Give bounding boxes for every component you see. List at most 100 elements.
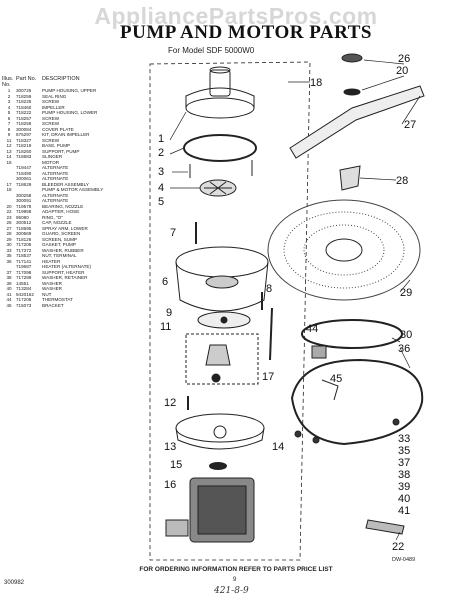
row-description: WASHER, RUBBER	[42, 247, 84, 253]
row-description: GASKET, PUMP	[42, 242, 76, 247]
row-part-no: 719447	[16, 165, 32, 170]
row-illus-no: 2	[7, 93, 11, 99]
row-illus-no: 29	[6, 236, 12, 242]
row-description: BRACKET	[42, 302, 64, 308]
document-code: 300982	[4, 580, 25, 586]
callout-44: 44	[306, 323, 318, 335]
row-description: NUT, TERMINAL	[42, 253, 77, 258]
row-part-no: 717141	[16, 258, 32, 264]
header-illus-no: Illus. No.	[2, 76, 14, 88]
row-part-no: 300569	[16, 231, 32, 236]
row-description: IMPELLER	[42, 104, 65, 110]
handwritten-note: 421-8-9	[214, 586, 249, 596]
part-heater	[290, 358, 424, 446]
parts-list-row: 20 719578 BEARING, NOZZLE	[2, 204, 152, 210]
row-illus-no: 36	[6, 258, 12, 264]
row-illus-no: 20	[6, 203, 12, 209]
row-illus-no: 23	[6, 214, 12, 220]
row-description: SLINGER	[42, 154, 63, 159]
part-cover-plate	[197, 311, 251, 329]
row-part-no: 718225	[16, 99, 32, 104]
row-part-no: 300725	[16, 88, 32, 93]
row-part-no: 718683	[16, 154, 32, 159]
row-description: SUPPORT, HEATER	[42, 269, 85, 275]
callout-11: 11	[160, 321, 171, 333]
row-illus-no: 39	[6, 280, 12, 286]
callout-40: 40	[398, 493, 410, 505]
row-description: THERMOSTAT	[42, 297, 73, 302]
row-part-no: 719578	[16, 203, 32, 209]
row-illus-no: 9	[7, 132, 11, 137]
callout-37: 37	[398, 457, 410, 469]
row-illus-no: 4	[7, 104, 11, 110]
assembly-outline	[149, 61, 311, 561]
row-description: PUMP HOUSING, LOWER	[42, 110, 98, 115]
page-number: 9	[233, 577, 237, 583]
page-title: PUMP AND MOTOR PARTS	[120, 22, 372, 43]
row-description: PUMP & MOTOR ASSEMBLY	[42, 187, 104, 192]
parts-list-row: 2 718259 SEAL RING	[2, 94, 152, 100]
callout-6: 6	[162, 276, 168, 288]
row-description: BEARING, NOZZLE	[42, 203, 84, 209]
part-motor	[165, 477, 255, 543]
callout-29: 29	[400, 287, 412, 299]
row-description: ALTERNATE	[42, 198, 69, 203]
part-seal-ring	[183, 134, 257, 162]
callout-7: 7	[170, 227, 176, 239]
header-description: DESCRIPTION	[42, 76, 80, 82]
row-part-no: 718629	[16, 181, 32, 187]
row-description: ADAPTER, HOSE	[42, 209, 80, 214]
part-heater-hardware	[294, 418, 400, 444]
row-illus-no: 44	[6, 297, 12, 302]
row-illus-no: 38	[6, 275, 12, 280]
row-part-no: 300061	[16, 176, 32, 181]
row-illus-no: 3	[7, 99, 11, 104]
callout-5: 5	[158, 196, 164, 208]
row-description: WASHER, RETAINER	[42, 275, 88, 280]
row-description: SCREW	[42, 121, 60, 126]
row-part-no: 718259	[16, 93, 32, 99]
row-description: SEAL RING	[42, 93, 67, 99]
row-description: PUMP HOUSING, UPPER	[42, 88, 97, 93]
row-part-no: 95080	[16, 214, 29, 220]
callout-33: 33	[398, 433, 410, 445]
callout-3: 3	[158, 166, 164, 178]
part-bracket	[321, 379, 339, 401]
callout-22: 22	[392, 541, 404, 553]
callout-9: 9	[166, 307, 172, 319]
row-illus-no: 13	[6, 148, 12, 154]
leader-lines	[169, 59, 421, 541]
row-illus-no: 28	[6, 231, 12, 236]
part-pump-gasket	[301, 319, 403, 349]
row-illus-no: 8	[7, 126, 11, 132]
row-part-no: 713284	[16, 286, 32, 291]
row-part-no: 14551	[16, 280, 29, 286]
row-part-no: 9420162	[16, 291, 34, 297]
row-part-no: 718460	[16, 104, 32, 110]
row-part-no: 300084	[16, 126, 32, 132]
row-part-no: 718490	[16, 170, 32, 176]
row-description: SCREEN, SUMP	[42, 236, 77, 242]
row-part-no: 718219	[16, 143, 32, 148]
